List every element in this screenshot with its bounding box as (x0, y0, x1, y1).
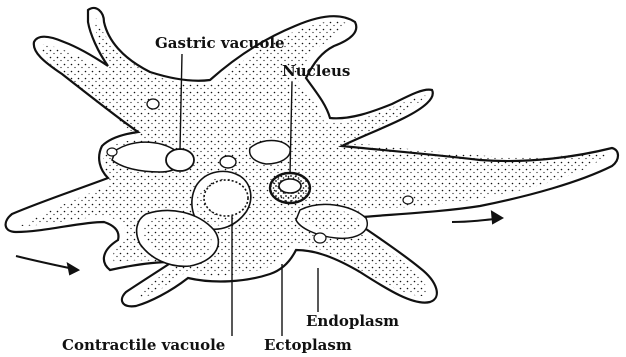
label-contractile-vacuole: Contractile vacuole (62, 338, 225, 353)
food-vacuole (107, 148, 117, 156)
arrow-left-head (68, 264, 78, 274)
label-gastric-vacuole: Gastric vacuole (155, 36, 285, 51)
label-endoplasm: Endoplasm (306, 314, 399, 329)
contractile-vacuole (204, 180, 248, 216)
label-ectoplasm: Ectoplasm (264, 338, 352, 353)
food-vacuole (314, 233, 326, 243)
food-vacuole (220, 156, 236, 168)
gastric-vacuole (166, 149, 194, 171)
food-vacuole (147, 99, 159, 109)
food-vacuole (403, 196, 413, 204)
nucleus-inner (279, 179, 301, 193)
label-nucleus: Nucleus (282, 64, 350, 79)
upper-lobe (250, 141, 291, 165)
arrow-right-head (492, 212, 502, 223)
